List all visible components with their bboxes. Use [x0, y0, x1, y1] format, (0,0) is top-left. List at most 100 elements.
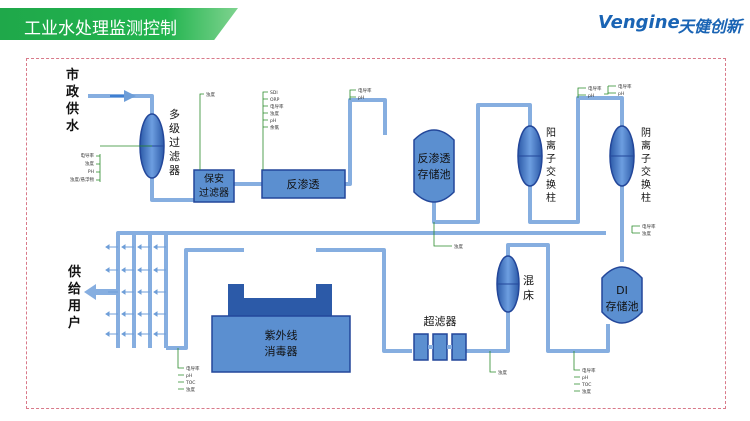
svg-text:电导率: 电导率 — [582, 367, 596, 374]
svg-text:政: 政 — [66, 84, 80, 100]
sensor-mixed-bed: 浊度 — [498, 369, 507, 376]
svg-text:电导率: 电导率 — [642, 223, 656, 230]
ultrafilter-label: 超滤器 — [424, 314, 457, 328]
svg-text:pH: pH — [588, 93, 594, 99]
svg-text:器: 器 — [169, 164, 180, 177]
svg-text:多: 多 — [169, 107, 180, 121]
cation-exchanger-unit — [517, 125, 543, 187]
header: 工业水处理监测控制 Vengine 天健创新 — [0, 0, 750, 46]
svg-text:pH: pH — [618, 91, 624, 97]
svg-text:消毒器: 消毒器 — [265, 344, 298, 358]
mixed-bed-label: 混 床 — [523, 274, 534, 302]
anion-exchanger-unit — [609, 125, 635, 187]
svg-text:户: 户 — [68, 315, 81, 331]
svg-text:用: 用 — [67, 299, 81, 314]
sensor-after-multi: 浊度 — [206, 91, 215, 98]
svg-text:浊度/悬浮物: 浊度/悬浮物 — [70, 176, 95, 183]
svg-text:过: 过 — [169, 136, 180, 149]
svg-text:SDI: SDI — [270, 90, 278, 96]
svg-text:级: 级 — [169, 122, 180, 135]
svg-text:浊度: 浊度 — [85, 160, 94, 167]
svg-text:浊度: 浊度 — [642, 230, 651, 237]
svg-text:余氯: 余氯 — [270, 124, 279, 131]
title-banner — [0, 8, 238, 40]
svg-text:柱: 柱 — [641, 191, 651, 204]
uv-disinfector-unit — [211, 284, 351, 373]
svg-text:紫外线: 紫外线 — [265, 328, 298, 342]
svg-text:离: 离 — [546, 139, 556, 152]
svg-text:电导率: 电导率 — [588, 85, 602, 92]
top-pipeline — [88, 94, 624, 353]
svg-text:水: 水 — [66, 118, 80, 134]
svg-text:TOC: TOC — [185, 380, 195, 386]
outlet-label: 供 给 用 户 — [67, 264, 81, 331]
svg-text:浊度: 浊度 — [582, 388, 591, 395]
ro-tank-unit — [413, 129, 455, 203]
ro-tank-label: 反渗透 存储池 — [418, 151, 451, 181]
svg-text:滤: 滤 — [169, 150, 180, 163]
svg-text:pH: pH — [582, 375, 588, 381]
svg-text:换: 换 — [641, 178, 651, 191]
sensor-labels-after-ro: 电导率 pH — [358, 87, 372, 101]
cation-label: 阳 离 子 交 换 柱 — [546, 127, 556, 204]
svg-text:pH: pH — [270, 118, 276, 124]
ro-unit — [261, 169, 346, 199]
svg-text:交: 交 — [546, 165, 556, 178]
svg-text:PH: PH — [88, 169, 94, 175]
di-tank-unit — [601, 266, 643, 324]
sensor-labels-after-security: SDI ORP 电导率 浊度 pH 余氯 — [270, 90, 284, 131]
svg-text:子: 子 — [546, 153, 556, 165]
svg-text:电导率: 电导率 — [186, 365, 200, 372]
svg-text:离: 离 — [641, 139, 651, 152]
svg-text:子: 子 — [641, 153, 651, 165]
svg-text:反渗透: 反渗透 — [418, 151, 451, 165]
svg-text:混: 混 — [523, 274, 534, 287]
svg-text:供: 供 — [67, 264, 81, 280]
svg-text:电导率: 电导率 — [81, 152, 95, 159]
security-filter-label: 保安 过滤器 — [199, 172, 229, 199]
svg-text:供: 供 — [65, 101, 79, 117]
ro-label: 反渗透 — [287, 177, 320, 191]
page-title: 工业水处理监测控制 — [24, 19, 177, 39]
ultrafilter-unit — [413, 333, 467, 361]
svg-text:床: 床 — [523, 288, 534, 302]
diagram-panel — [26, 58, 726, 409]
svg-text:存储池: 存储池 — [418, 167, 451, 181]
svg-text:换: 换 — [546, 178, 556, 191]
svg-text:柱: 柱 — [546, 191, 556, 204]
brand-logo: Vengine 天健创新 — [598, 12, 748, 38]
sensor-ro-tank: 浊度 — [454, 243, 463, 250]
sensor-labels-cation: 电导率 pH — [588, 85, 602, 99]
uv-label: 紫外线 消毒器 — [265, 328, 298, 358]
svg-text:保安: 保安 — [204, 172, 224, 185]
svg-text:浊度: 浊度 — [186, 386, 195, 393]
svg-text:ORP: ORP — [270, 97, 280, 103]
svg-text:交: 交 — [641, 165, 651, 178]
sensor-labels-anion: 电导率 pH — [618, 83, 632, 97]
svg-text:电导率: 电导率 — [618, 83, 632, 90]
sensor-labels-inlet: 电导率 浊度 PH 浊度/悬浮物 — [70, 152, 95, 183]
svg-text:存储池: 存储池 — [606, 299, 639, 313]
logo-chinese: 天健创新 — [678, 17, 743, 36]
sensor-labels-supply: 电导率 pH TOC 浊度 — [185, 365, 200, 393]
svg-text:给: 给 — [68, 281, 81, 297]
mixed-bed-unit — [496, 255, 520, 313]
multi-filter-label: 多 级 过 滤 器 — [169, 107, 180, 177]
svg-text:浊度: 浊度 — [270, 110, 279, 117]
outlet-arrow — [84, 284, 96, 300]
anion-label: 阴 离 子 交 换 柱 — [641, 127, 651, 204]
distribution-arrows — [105, 244, 166, 337]
sensor-labels-di-in: 电导率 浊度 — [642, 223, 656, 237]
logo-wordmark: Vengine — [598, 12, 680, 33]
inlet-label: 市 政 供 水 — [65, 67, 80, 134]
svg-text:pH: pH — [186, 373, 192, 379]
svg-text:电导率: 电导率 — [358, 87, 372, 94]
security-filter-unit — [193, 169, 235, 203]
sensor-labels-di-out: 电导率 pH TOC 浊度 — [581, 367, 596, 395]
svg-text:DI: DI — [616, 284, 628, 297]
svg-text:市: 市 — [66, 67, 79, 83]
di-tank-label: DI 存储池 — [606, 284, 639, 313]
svg-text:过滤器: 过滤器 — [199, 186, 229, 199]
svg-text:TOC: TOC — [581, 382, 591, 388]
